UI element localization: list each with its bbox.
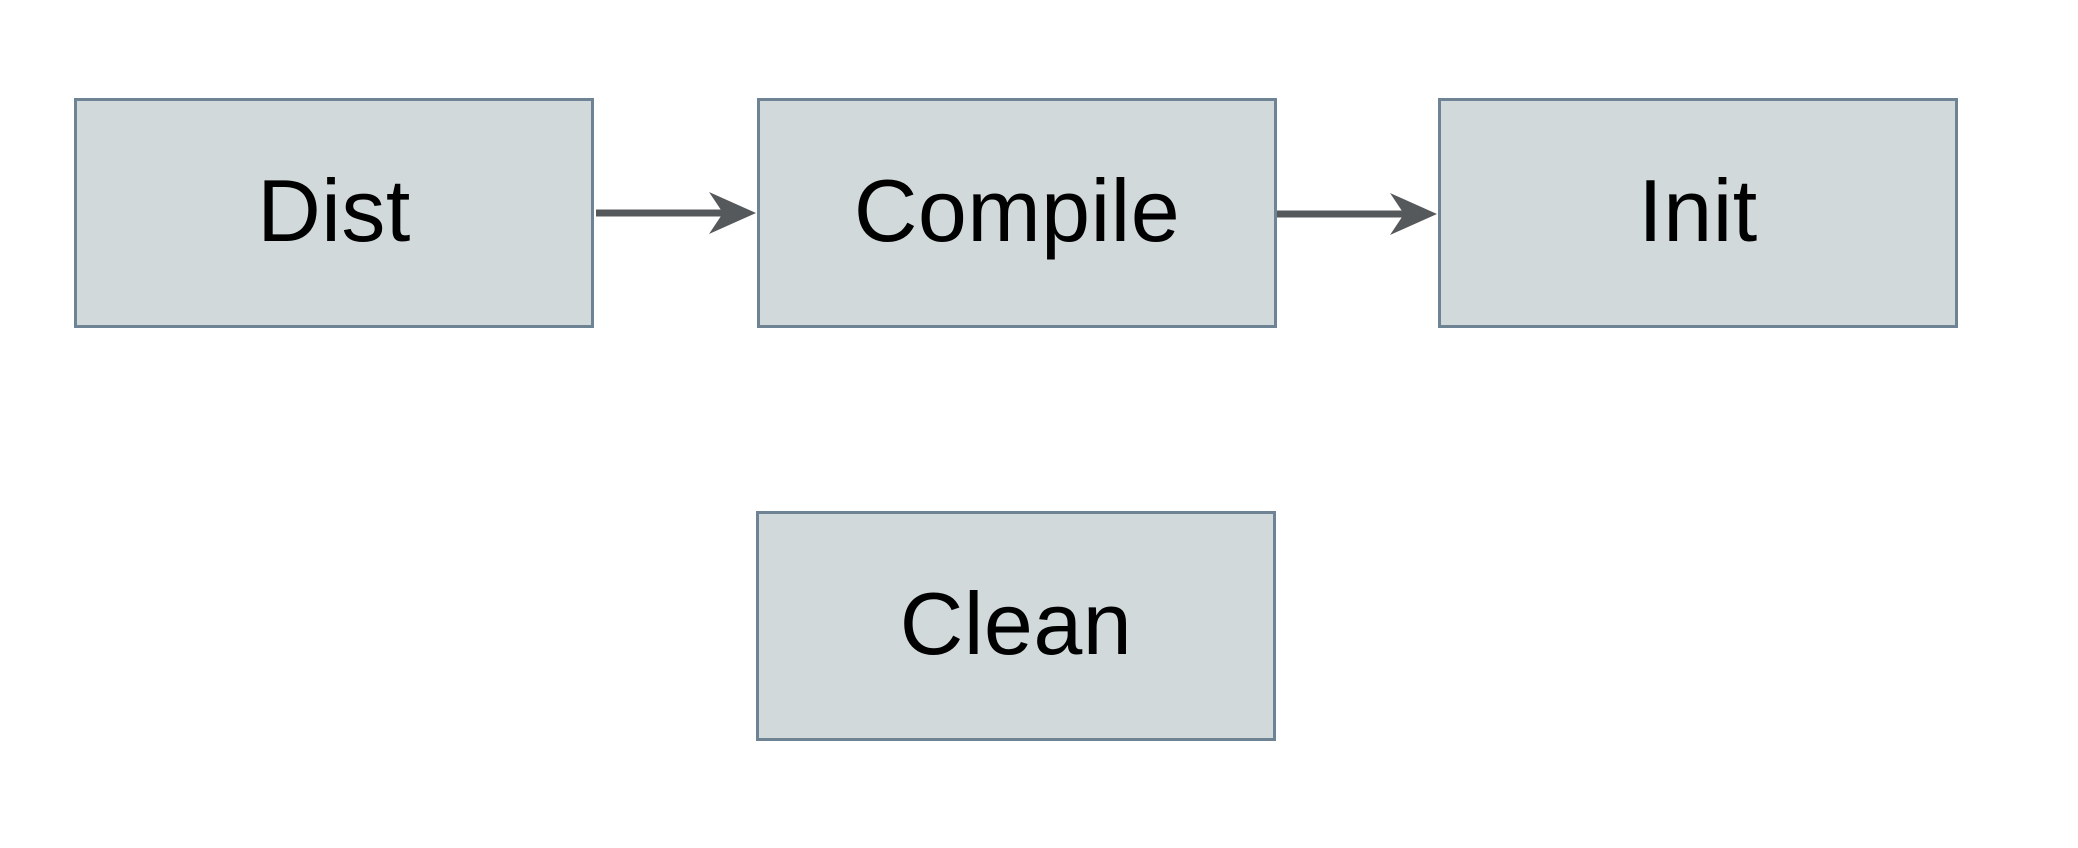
edge-compile-to-init[interactable] [1277, 184, 1438, 244]
node-clean[interactable]: Clean [756, 511, 1276, 741]
arrow-head-icon [1390, 193, 1437, 235]
node-dist-label: Dist [257, 161, 411, 260]
arrow-head-icon [709, 192, 756, 234]
node-init[interactable]: Init [1438, 98, 1958, 328]
node-init-label: Init [1638, 161, 1758, 260]
node-clean-label: Clean [899, 574, 1133, 673]
edge-dist-to-compile[interactable] [596, 183, 757, 243]
node-compile[interactable]: Compile [757, 98, 1277, 328]
node-dist[interactable]: Dist [74, 98, 594, 328]
node-compile-label: Compile [853, 161, 1181, 260]
